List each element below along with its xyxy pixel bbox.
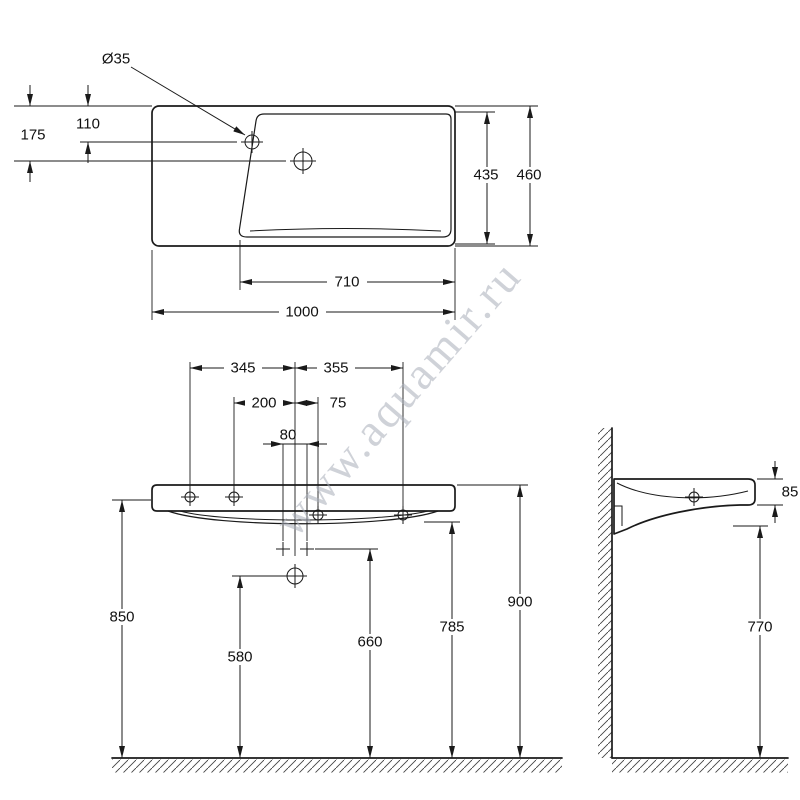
dim-75-label: 75 (330, 395, 347, 412)
dim-460: 460 (510, 106, 548, 246)
dim-175: 175 (20, 85, 46, 182)
dim-75: 75 (295, 395, 346, 412)
front-sink-slab (151, 484, 456, 512)
plan-sink-outline (151, 105, 456, 247)
dim-80: 80 (263, 427, 327, 447)
side-floor-hatch (612, 759, 788, 773)
dim-345-label: 345 (230, 360, 255, 377)
dim-660-label: 660 (357, 634, 382, 651)
dim-200: 200 (234, 395, 295, 412)
top-view: Ø35 110 175 435 (14, 51, 548, 321)
front-floor-hatch (112, 759, 562, 773)
dim-710-label: 710 (334, 274, 359, 291)
dim-1000-label: 1000 (285, 304, 318, 321)
plan-basin-rim-line (249, 228, 442, 232)
dim-900: 900 (501, 485, 539, 758)
dim-660: 660 (351, 549, 389, 758)
plan-faucet-hole-1 (241, 131, 263, 153)
dim-785-label: 785 (439, 619, 464, 636)
side-bowl-section-line (616, 482, 749, 499)
dim-710: 710 (240, 274, 455, 291)
dim-110: 110 (76, 85, 100, 163)
dim-355-label: 355 (323, 360, 348, 377)
side-view: 85 770 (598, 427, 799, 773)
dim-580-label: 580 (227, 649, 252, 666)
dim-85-label: 85 (782, 484, 799, 501)
side-drain-mark (685, 488, 703, 506)
dim-460-label: 460 (516, 167, 541, 184)
dim-435: 435 (467, 112, 505, 244)
dim-80-label: 80 (280, 427, 297, 444)
dim-435-label: 435 (473, 167, 498, 184)
plan-basin-inner-outline (238, 113, 452, 238)
dim-770: 770 (741, 526, 779, 758)
dim-850: 850 (103, 500, 141, 758)
watermark-text: www.aquamir.ru (265, 250, 532, 546)
dim-580: 580 (221, 576, 259, 758)
dim-1000: 1000 (152, 304, 455, 321)
front-bowl-outer-curve (167, 510, 439, 525)
dim-110-label: 110 (76, 116, 100, 133)
dim-900-label: 900 (507, 594, 532, 611)
dim-785: 785 (433, 522, 471, 758)
side-sink-profile (613, 478, 756, 535)
front-drain-outlet (283, 564, 307, 588)
front-view: 345 355 200 75 80 850 (103, 360, 563, 773)
side-mount-bracket (614, 505, 623, 526)
dim-200-label: 200 (251, 395, 276, 412)
front-fixing-hole-left (276, 542, 290, 556)
dim-175-label: 175 (20, 127, 45, 144)
dim-850-label: 850 (109, 609, 134, 626)
dim-345: 345 (190, 360, 295, 377)
dim-85: 85 (772, 461, 799, 523)
hole-diameter-label: Ø35 (102, 51, 130, 68)
dim-355: 355 (295, 360, 403, 377)
dim-hole-diameter: Ø35 (102, 51, 246, 136)
plan-faucet-hole-2 (290, 148, 316, 174)
front-fixing-hole-right (300, 542, 314, 556)
dim-770-label: 770 (747, 619, 772, 636)
wall-hatch (598, 428, 612, 758)
